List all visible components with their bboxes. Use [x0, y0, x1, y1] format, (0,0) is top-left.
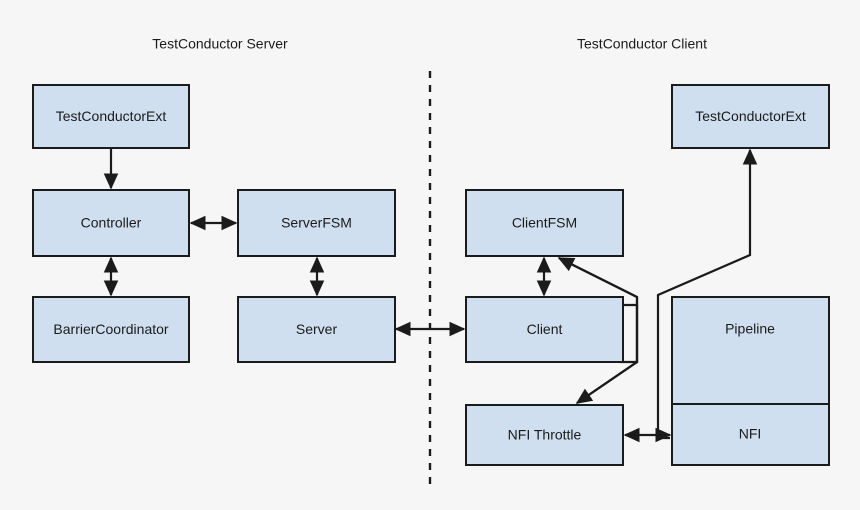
node-box-server-testconductorext	[32, 84, 190, 149]
node-label-nfi-section: NFI	[739, 426, 762, 442]
node-box-server-controller	[32, 189, 190, 257]
node-client-nfithrottle[interactable]: NFI Throttle	[465, 404, 624, 466]
node-label-server-serverfsm: ServerFSM	[281, 215, 352, 231]
node-box-client-client	[465, 296, 624, 363]
group-title-server-group: TestConductor Server	[152, 36, 288, 52]
node-server-serverfsm[interactable]: ServerFSM	[237, 189, 396, 257]
edge-layer	[103, 148, 758, 443]
node-label-server-server: Server	[296, 321, 338, 337]
node-client-testconductorext[interactable]: TestConductorExt	[671, 84, 830, 149]
node-label-server-controller: Controller	[81, 215, 142, 231]
node-label-client-testconductorext: TestConductorExt	[695, 108, 806, 124]
node-label-server-barriercoordinator: BarrierCoordinator	[53, 321, 168, 337]
node-box-server-server	[237, 296, 396, 363]
node-layer: TestConductorExtControllerBarrierCoordin…	[32, 84, 830, 466]
node-label-client-client: Client	[527, 321, 563, 337]
node-box-server-serverfsm	[237, 189, 396, 257]
node-box-server-barriercoordinator	[32, 296, 190, 363]
node-server-server[interactable]: Server	[237, 296, 396, 363]
edge-nfi-to-testconductorext	[656, 148, 758, 440]
node-server-testconductorext[interactable]: TestConductorExt	[32, 84, 190, 149]
group-title-client-group: TestConductor Client	[577, 36, 707, 52]
node-label-client-nfithrottle: NFI Throttle	[508, 427, 582, 443]
node-client-clientfsm[interactable]: ClientFSM	[465, 189, 624, 257]
group-title-layer: TestConductor Server TestConductor Client	[152, 36, 707, 52]
edge-client-down-to-nfithrottle	[575, 303, 639, 404]
node-box-client-pipeline	[671, 296, 830, 466]
node-client-client[interactable]: Client	[465, 296, 624, 363]
node-box-client-nfithrottle	[465, 404, 624, 466]
node-label-server-testconductorext: TestConductorExt	[56, 108, 167, 124]
node-server-controller[interactable]: Controller	[32, 189, 190, 257]
node-label-pipeline-section: Pipeline	[725, 321, 775, 337]
node-box-client-testconductorext	[671, 84, 830, 149]
node-server-barriercoordinator[interactable]: BarrierCoordinator	[32, 296, 190, 363]
node-box-client-clientfsm	[465, 189, 624, 257]
node-label-client-clientfsm: ClientFSM	[512, 215, 577, 231]
